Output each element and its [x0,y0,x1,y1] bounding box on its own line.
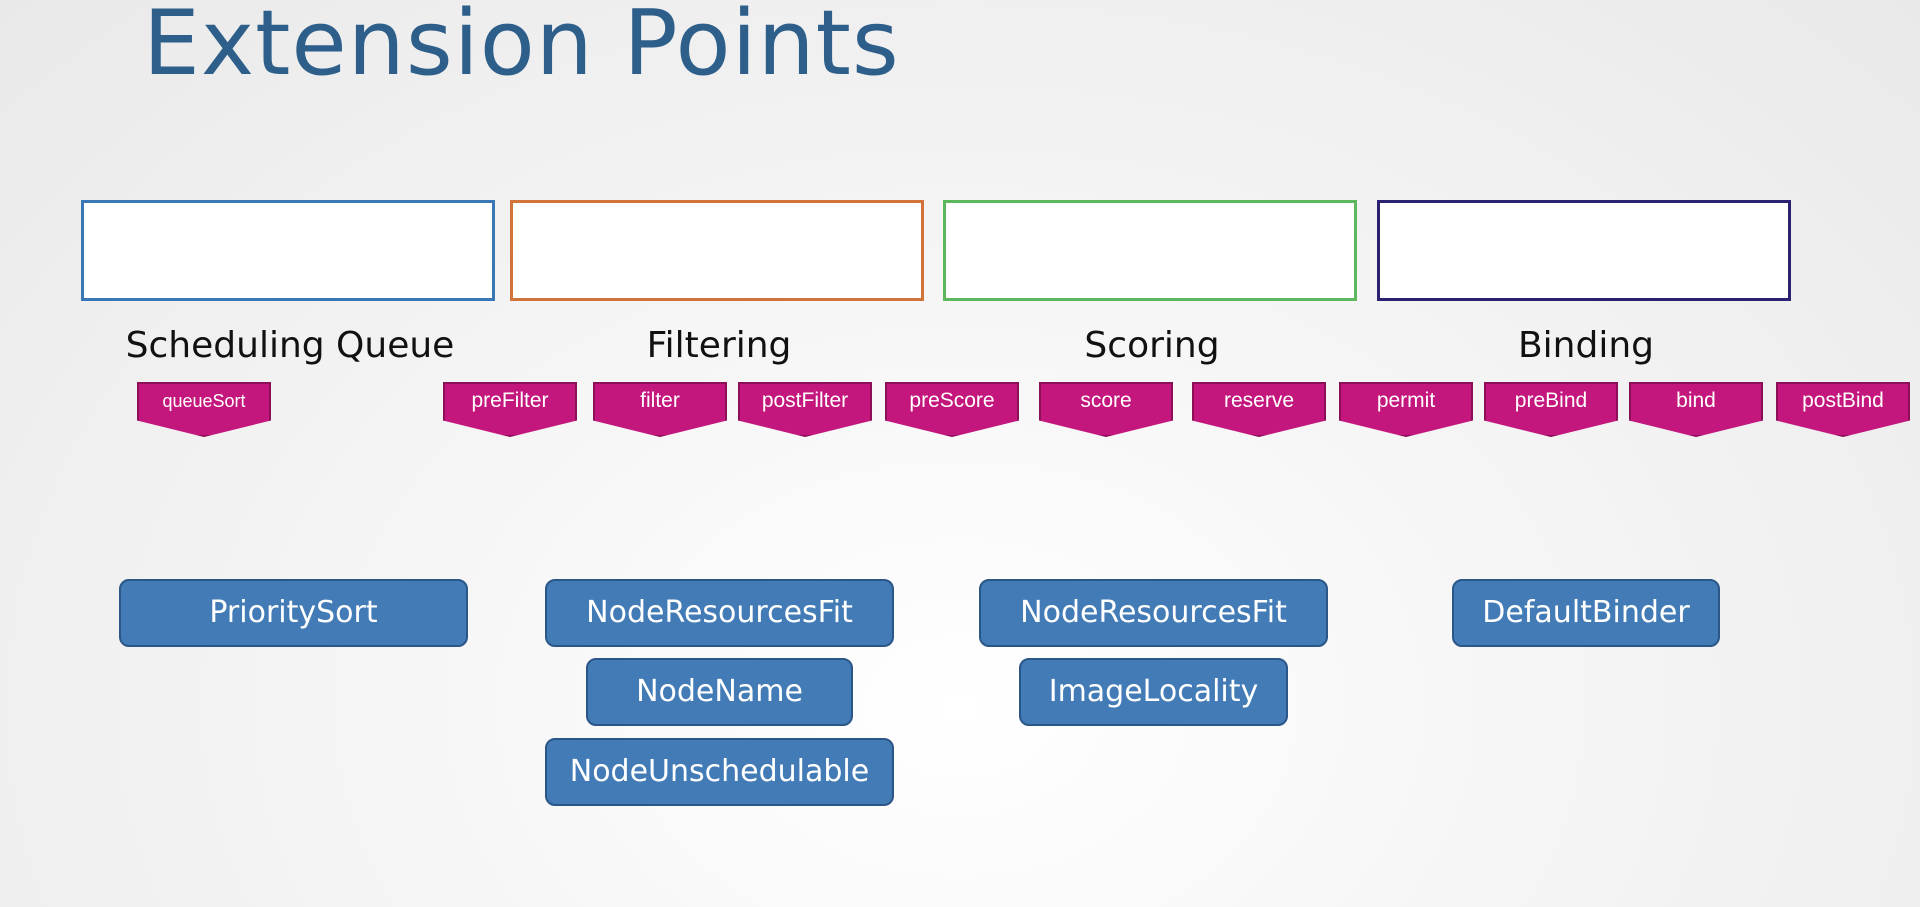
stage-box-binding [1377,200,1791,301]
plugin-filter-noderesourcesfit[interactable]: NodeResourcesFit [545,579,894,647]
ext-point-bind[interactable]: bind [1629,382,1763,437]
stage-box-filtering [510,200,924,301]
ext-point-filter[interactable]: filter [593,382,727,437]
plugin-nodename[interactable]: NodeName [586,658,853,726]
ext-point-postbind[interactable]: postBind [1776,382,1910,437]
stage-label-scheduling-queue: Scheduling Queue [125,325,455,366]
stage-label-scoring: Scoring [1084,325,1220,366]
plugin-imagelocality[interactable]: ImageLocality [1019,658,1288,726]
stage-label-binding: Binding [1517,325,1655,366]
ext-point-permit[interactable]: permit [1339,382,1473,437]
ext-point-score[interactable]: score [1039,382,1173,437]
plugin-defaultbinder[interactable]: DefaultBinder [1452,579,1720,647]
plugin-score-noderesourcesfit[interactable]: NodeResourcesFit [979,579,1328,647]
ext-point-reserve[interactable]: reserve [1192,382,1326,437]
ext-point-prescore[interactable]: preScore [885,382,1019,437]
page-title: Extension Points [143,0,900,96]
plugin-prioritysort[interactable]: PrioritySort [119,579,468,647]
ext-point-prebind[interactable]: preBind [1484,382,1618,437]
ext-point-prefilter[interactable]: preFilter [443,382,577,437]
stage-label-filtering: Filtering [646,325,792,366]
ext-point-postfilter[interactable]: postFilter [738,382,872,437]
stage-box-scoring [943,200,1357,301]
stage-box-scheduling-queue [81,200,495,301]
ext-point-queuesort[interactable]: queueSort [137,382,271,437]
plugin-nodeunschedulable[interactable]: NodeUnschedulable [545,738,894,806]
